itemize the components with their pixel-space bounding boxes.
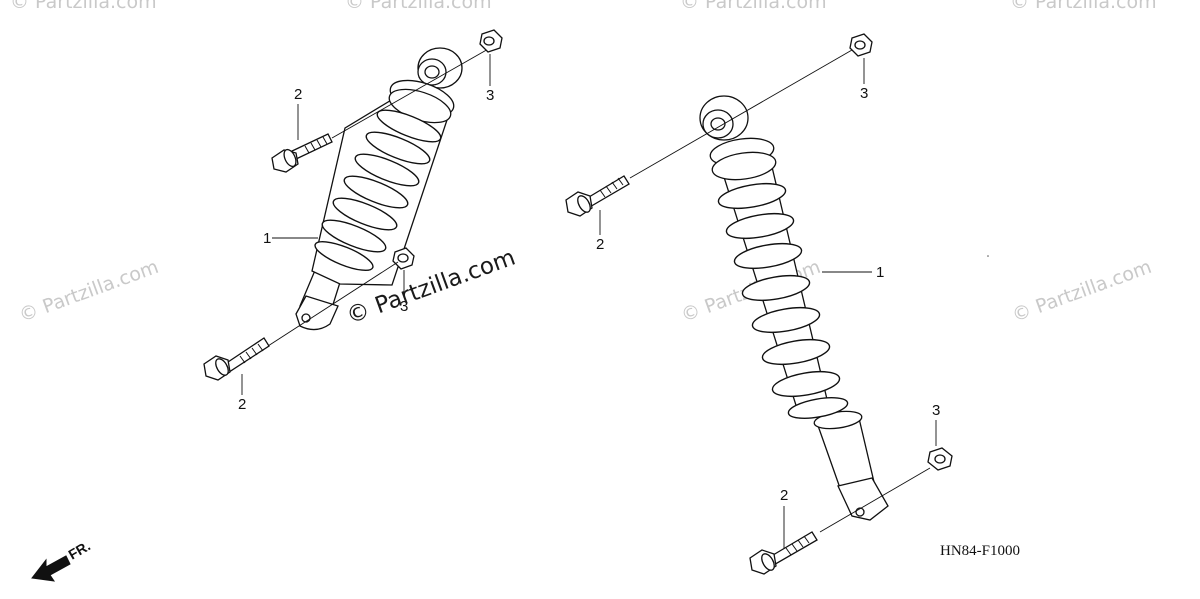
right-callouts: 3 2 1 3 2 <box>596 58 940 548</box>
right-upper-nut[interactable] <box>849 33 873 57</box>
stray-mark <box>987 255 989 257</box>
watermark-layer: © Partzilla.com © Partzilla.com © Partzi… <box>10 0 1157 327</box>
left-upper-bolt[interactable] <box>271 133 333 173</box>
right-lower-nut[interactable] <box>927 447 953 471</box>
callout-right-upper-bolt: 2 <box>596 236 604 253</box>
callout-left-lower-nut: 3 <box>400 298 408 315</box>
front-label: FR. <box>66 537 94 562</box>
callout-right-lower-bolt: 2 <box>780 487 788 504</box>
watermark-top-4: © Partzilla.com <box>1010 0 1157 13</box>
right-upper-bolt[interactable] <box>565 175 630 217</box>
watermark-top-3: © Partzilla.com <box>680 0 827 13</box>
left-upper-bolt-axis <box>331 47 491 139</box>
left-shock-absorber[interactable] <box>295 47 463 331</box>
watermark-top-2: © Partzilla.com <box>345 0 492 13</box>
right-upper-bolt-axis <box>629 49 853 179</box>
callout-left-lower-bolt: 2 <box>238 396 246 413</box>
watermark-mid-right: © Partzilla.com <box>1009 256 1154 327</box>
watermark-mid-left: © Partzilla.com <box>16 256 161 327</box>
left-lower-bolt[interactable] <box>203 337 270 381</box>
diagram-code: HN84-F1000 <box>940 543 1020 559</box>
right-spring-coils <box>717 182 849 419</box>
left-spring-coils <box>314 109 442 272</box>
callout-left-upper-nut: 3 <box>486 87 494 104</box>
callout-left-upper-bolt: 2 <box>294 86 302 103</box>
left-lower-nut[interactable] <box>392 247 415 270</box>
left-upper-nut[interactable] <box>479 29 503 53</box>
right-shock-absorber[interactable] <box>699 95 889 521</box>
watermark-top-1: © Partzilla.com <box>10 0 157 13</box>
callout-left-shock: 1 <box>263 230 271 247</box>
callout-right-lower-nut: 3 <box>932 402 940 419</box>
callout-right-upper-nut: 3 <box>860 85 868 102</box>
left-lower-bolt-axis <box>267 261 399 347</box>
front-direction-indicator: FR. <box>31 537 94 582</box>
right-lower-bolt-axis <box>819 467 931 533</box>
left-callouts: 2 3 1 3 2 <box>238 54 494 413</box>
front-arrow-icon <box>31 555 71 582</box>
callout-right-shock: 1 <box>876 264 884 281</box>
right-lower-bolt[interactable] <box>749 531 818 575</box>
